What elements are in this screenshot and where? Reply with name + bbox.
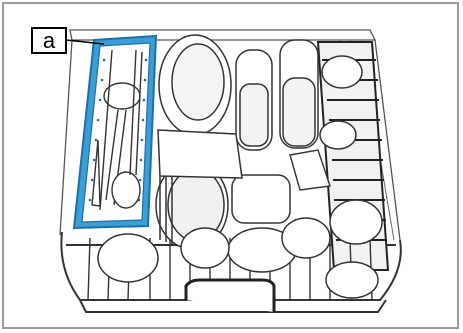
glasses (236, 40, 318, 150)
small-container (290, 150, 330, 190)
cutlery-tray (74, 36, 156, 228)
rack-handle (186, 280, 274, 312)
bowl (158, 130, 242, 178)
callout-label-a: a (31, 27, 67, 54)
callout-text: a (43, 30, 55, 52)
